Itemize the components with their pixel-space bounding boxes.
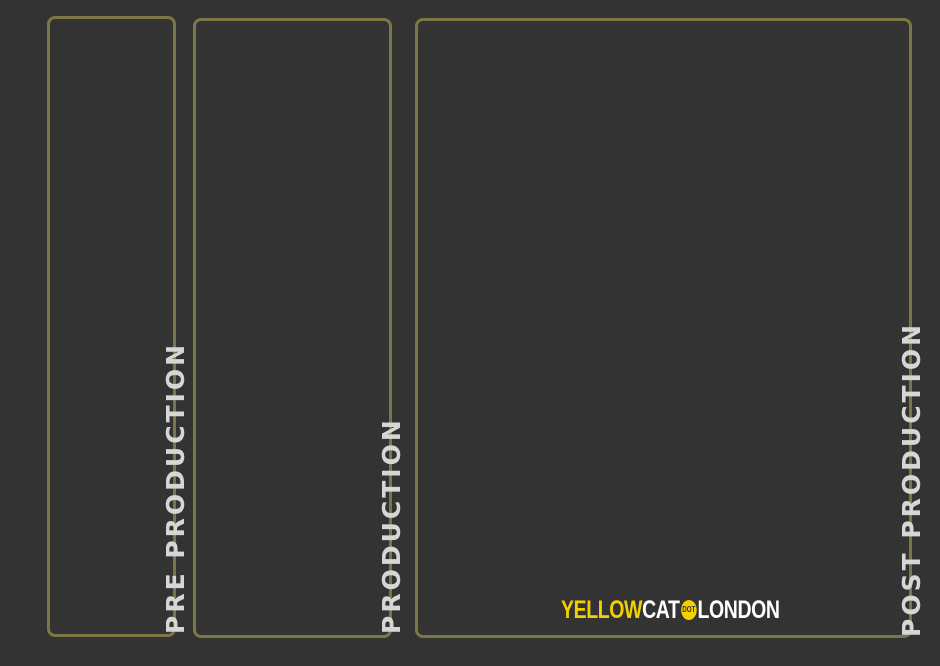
logo-yellow-text: YELLOW <box>561 595 643 624</box>
pre-production-panel[interactable] <box>47 16 176 637</box>
production-panel[interactable] <box>193 18 392 638</box>
logo-cat-text: CAT <box>642 595 680 624</box>
logo-london-text: LONDON <box>697 595 780 624</box>
yellowcat-london-logo[interactable]: YELLOW CAT DOT LONDON <box>561 596 780 624</box>
logo-dot-badge: DOT <box>681 600 697 620</box>
production-label[interactable]: PRODUCTION <box>377 417 406 634</box>
post-production-panel[interactable] <box>415 18 912 638</box>
pre-production-label[interactable]: PRE PRODUCTION <box>161 341 190 634</box>
post-production-label[interactable]: POST PRODUCTION <box>897 321 926 637</box>
